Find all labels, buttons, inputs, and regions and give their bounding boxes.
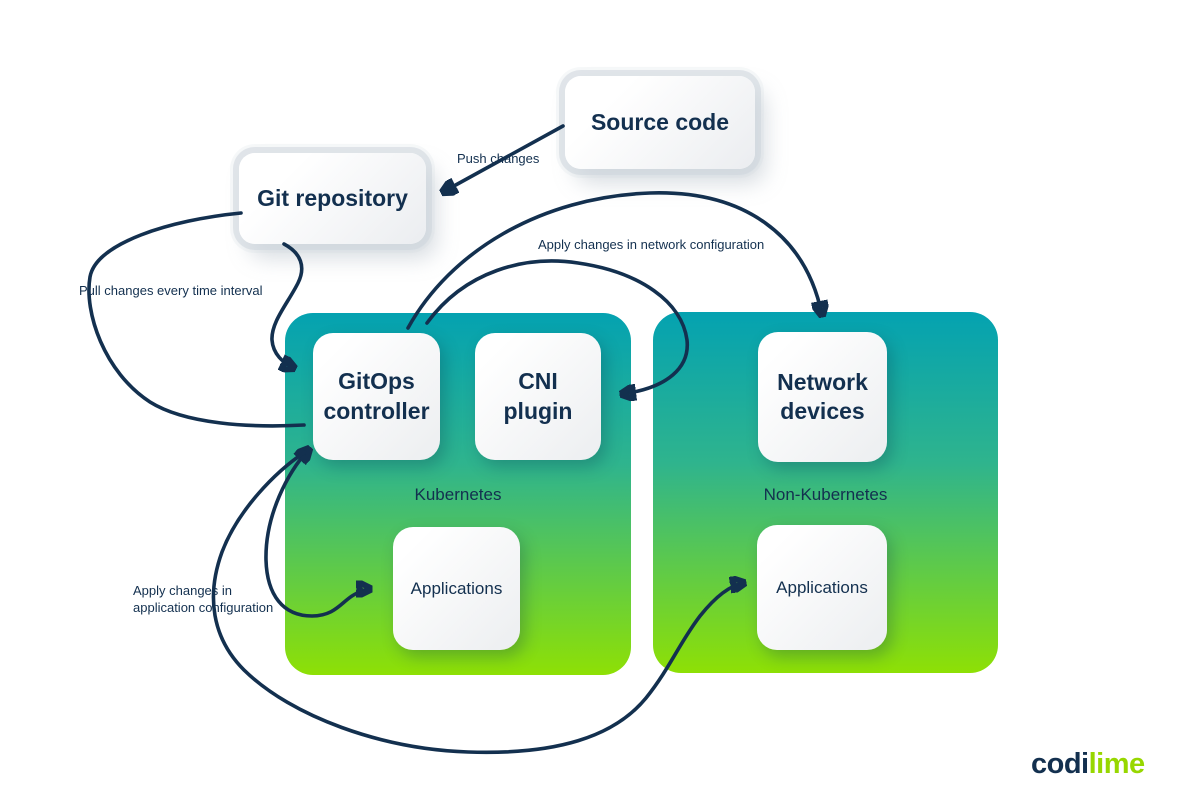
applications-non-k8s-node: Applications <box>757 525 887 650</box>
git-repository-label: Git repository <box>257 184 408 211</box>
edge-label-push-changes: Push changes <box>457 151 540 166</box>
edge-label-pull-changes: Pull changes every time interval <box>79 283 263 298</box>
codilime-logo-second: lime <box>1088 748 1146 780</box>
applications-k8s-node: Applications <box>393 527 520 650</box>
applications-k8s-label: Applications <box>410 578 503 598</box>
edge-label-apply-network: Apply changes in network configuration <box>538 237 765 252</box>
kubernetes-label: Kubernetes <box>414 485 502 504</box>
codilime-logo: codilime <box>1031 748 1145 781</box>
codilime-logo-first: codi <box>1031 748 1089 780</box>
network-devices-label: Network devices <box>777 368 868 424</box>
arrow-pull-changes-loop <box>87 211 306 428</box>
network-devices-node: Network devices <box>758 332 887 462</box>
arrow-apply-network <box>406 191 822 330</box>
gitops-controller-node: GitOps controller <box>313 333 440 460</box>
source-code-label: Source code <box>590 108 730 135</box>
applications-non-k8s-label: Applications <box>776 577 868 597</box>
git-repository-node: Git repository <box>239 153 426 244</box>
source-code-node: Source code <box>565 76 755 169</box>
non-kubernetes-label: Non-Kubernetes <box>763 485 888 504</box>
cni-plugin-label: CNI plugin <box>503 368 573 424</box>
edge-label-apply-application: Apply changes in application configurati… <box>133 583 274 615</box>
gitops-controller-label: GitOps controller <box>323 368 430 424</box>
cni-plugin-node: CNI plugin <box>475 333 601 460</box>
